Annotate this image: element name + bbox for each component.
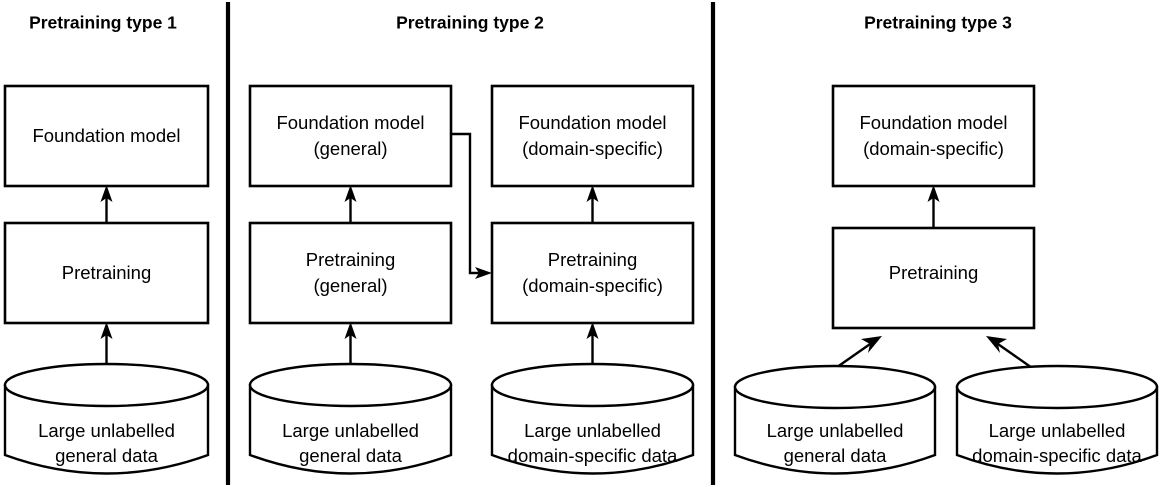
panel-title-type3: Pretraining type 3	[864, 13, 1012, 33]
arrow-pretraining-to-foundation-type1	[100, 185, 113, 223]
node-pretraining-general-type2: Pretraining (general)	[248, 221, 453, 325]
data-store-domain-label-line1: Large unlabelled	[524, 420, 661, 441]
panel-title-type1: Pretraining type 1	[29, 13, 177, 33]
pretraining-general-label-line2: (general)	[313, 275, 387, 296]
pretraining-domain-box	[490, 221, 695, 325]
foundation-model-domain-label-line2: (domain-specific)	[863, 138, 1004, 159]
data-store-general-label-line2: general data	[784, 445, 888, 466]
foundation-model-general-label-line1: Foundation model	[276, 112, 424, 133]
pretraining-label: Pretraining	[62, 262, 151, 283]
data-store-general-label-line1: Large unlabelled	[282, 420, 419, 441]
data-store-cylinder-body	[3, 383, 210, 475]
foundation-model-general-box	[248, 84, 453, 188]
node-pretraining-domain-type2: Pretraining (domain-specific)	[490, 221, 695, 325]
foundation-model-box	[3, 84, 210, 188]
pretraining-domain-label-line2: (domain-specific)	[522, 275, 663, 296]
arrow-data-to-pretraining-type1	[100, 322, 113, 368]
arrow-data-domain-to-pretraining-domain-type2	[586, 322, 599, 368]
node-data-store-general-type3: Large unlabelled general data	[733, 364, 937, 475]
node-foundation-model-type1: Foundation model	[3, 84, 210, 188]
data-store-domain-cylinder-top	[490, 362, 695, 408]
data-store-general-cylinder-top	[733, 364, 937, 410]
pretraining-label: Pretraining	[889, 262, 978, 283]
foundation-model-domain-box	[490, 84, 695, 188]
data-store-domain-cylinder-top	[955, 364, 1159, 410]
data-store-general-cylinder-top	[248, 362, 453, 408]
foundation-model-domain-label-line1: Foundation model	[518, 112, 666, 133]
data-store-general-cylinder-body	[248, 383, 453, 475]
node-foundation-model-domain-type2: Foundation model (domain-specific)	[490, 84, 695, 188]
node-data-store-domain-type3: Large unlabelled domain-specific data	[955, 364, 1159, 475]
pretraining-general-box	[248, 221, 453, 325]
data-store-domain-cylinder-body	[490, 383, 695, 475]
arrow-data-general-to-pretraining-general-type2	[344, 322, 357, 368]
node-pretraining-type1: Pretraining	[3, 221, 210, 325]
data-store-cylinder-top	[3, 362, 210, 408]
pretraining-general-label-line1: Pretraining	[306, 249, 395, 270]
pretraining-box	[831, 226, 1036, 330]
pretraining-domain-label-line1: Pretraining	[548, 249, 637, 270]
foundation-model-label: Foundation model	[32, 125, 180, 146]
arrow-pretraining-general-to-foundation-general-type2	[344, 185, 357, 223]
arrow-pretraining-domain-to-foundation-domain-type2	[586, 185, 599, 223]
foundation-model-domain-label-line1: Foundation model	[859, 112, 1007, 133]
foundation-model-general-label-line2: (general)	[313, 138, 387, 159]
node-data-store-general-type2: Large unlabelled general data	[248, 362, 453, 475]
node-pretraining-type3: Pretraining	[831, 226, 1036, 330]
panel-title-type2: Pretraining type 2	[396, 13, 544, 33]
data-store-domain-label-line2: domain-specific data	[972, 445, 1142, 466]
data-store-general-label-line2: general data	[299, 445, 403, 466]
data-store-domain-label-line2: domain-specific data	[508, 445, 678, 466]
foundation-model-domain-box	[831, 84, 1036, 188]
node-data-store-type1: Large unlabelled general data	[3, 362, 210, 475]
data-store-domain-cylinder-body	[955, 385, 1159, 475]
data-store-general-label-line1: Large unlabelled	[767, 420, 904, 441]
node-foundation-model-general-type2: Foundation model (general)	[248, 84, 453, 188]
foundation-model-domain-label-line2: (domain-specific)	[522, 138, 663, 159]
data-store-domain-label-line1: Large unlabelled	[989, 420, 1126, 441]
node-foundation-model-domain-type3: Foundation model (domain-specific)	[831, 84, 1036, 188]
arrow-foundation-general-to-pretraining-domain-type2	[451, 132, 492, 279]
arrow-pretraining-to-foundation-type3	[927, 185, 940, 228]
data-store-label-line1: Large unlabelled	[38, 420, 175, 441]
node-data-store-domain-type2: Large unlabelled domain-specific data	[490, 362, 695, 475]
data-store-label-line2: general data	[55, 445, 159, 466]
data-store-general-cylinder-body	[733, 385, 937, 475]
